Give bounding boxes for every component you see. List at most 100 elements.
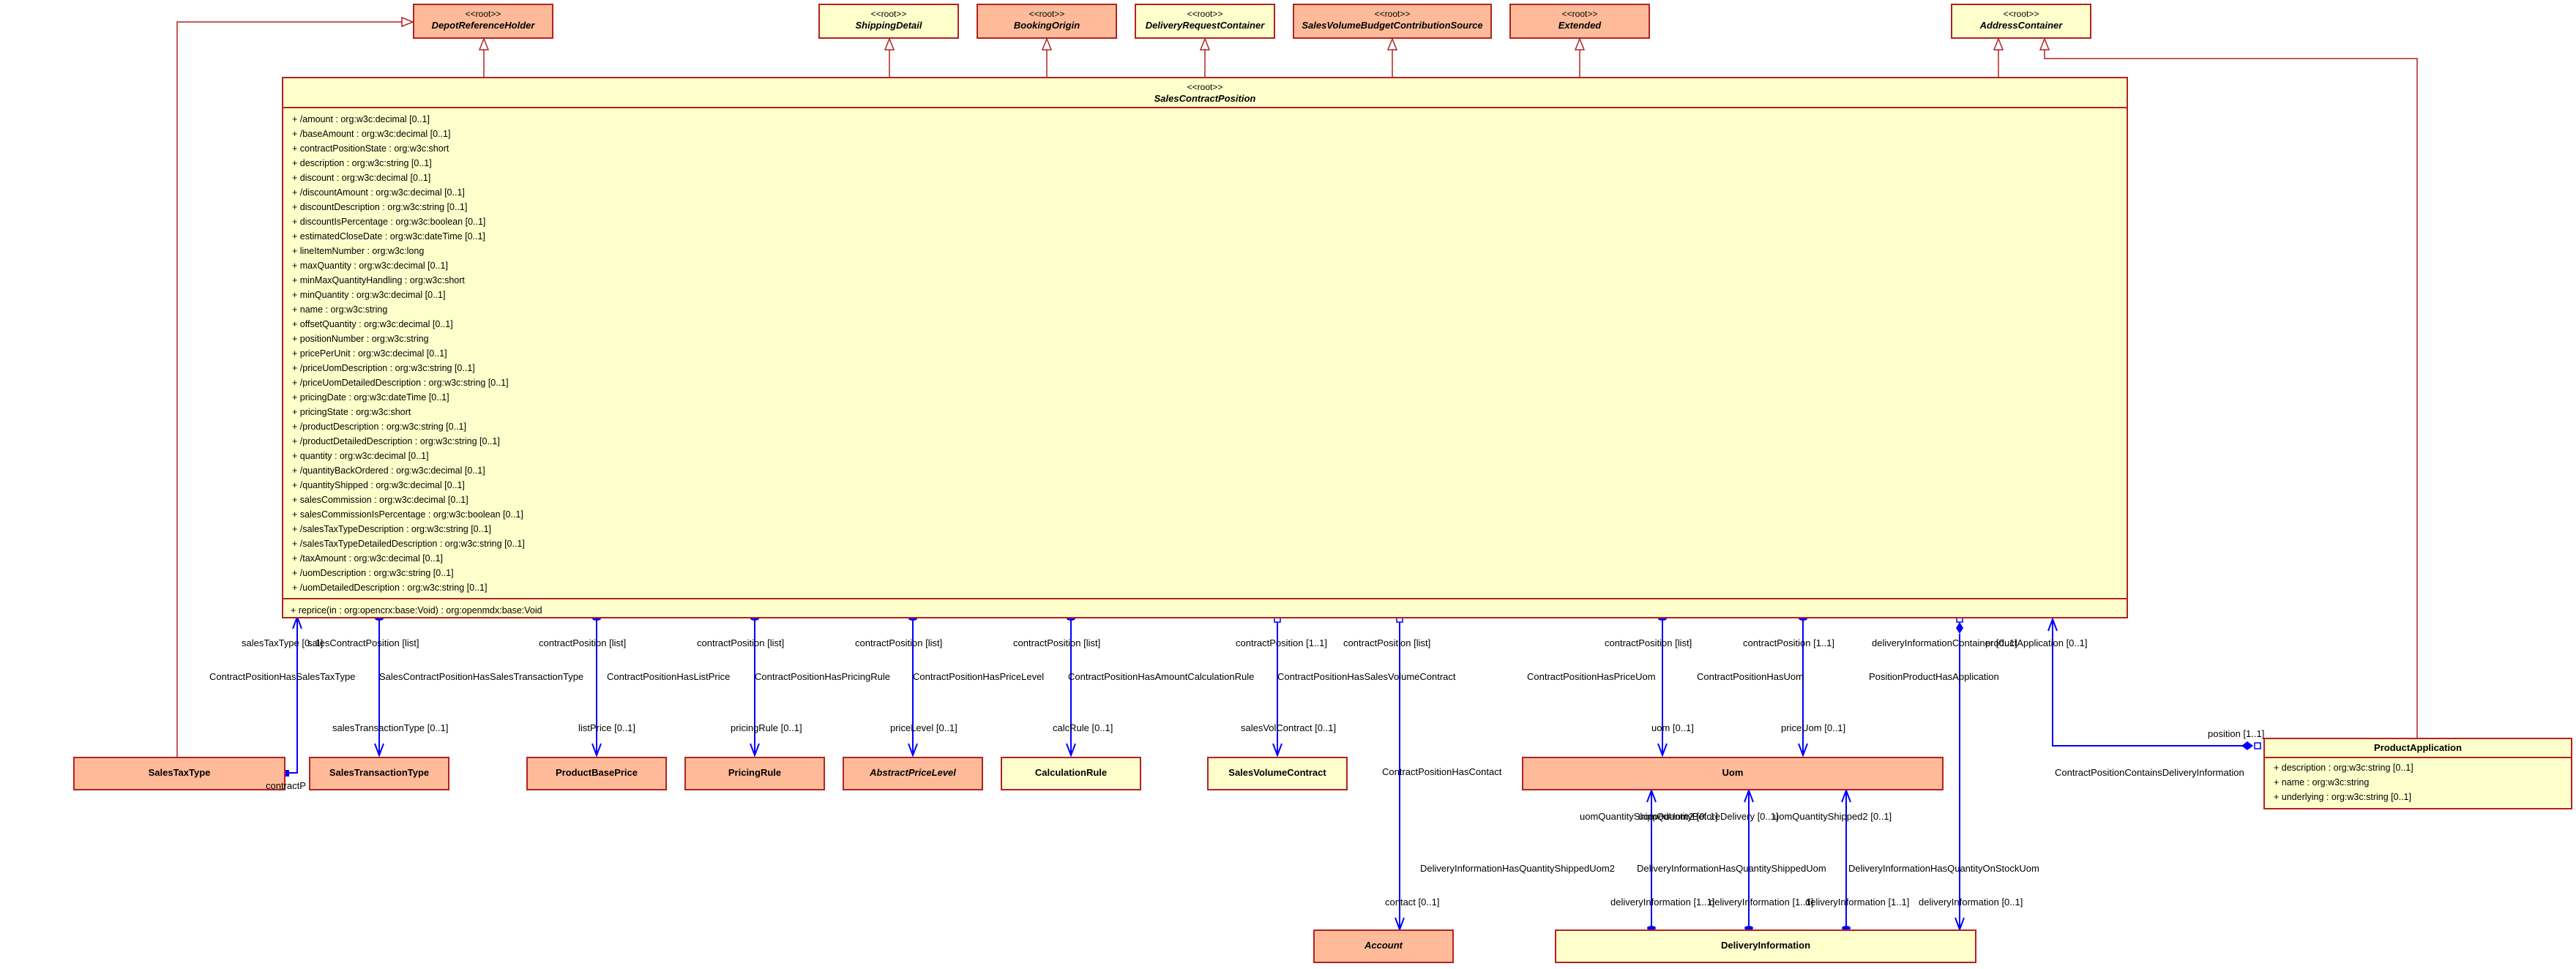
attribute: + /uomDetailedDescription : org:w3c:stri… <box>292 583 488 593</box>
class-name: SalesContractPosition <box>1154 93 1256 104</box>
attribute: + minQuantity : org:w3c:decimal [0..1] <box>292 290 446 300</box>
attribute: + pricingDate : org:w3c:dateTime [0..1] <box>292 392 449 403</box>
role-label: productApplication [0..1] <box>1985 637 2088 648</box>
class-extended[interactable]: <<root>>Extended <box>1509 4 1650 39</box>
association-name: DeliveryInformationHasQuantityShippedUom… <box>1420 863 1615 874</box>
class-booking-origin[interactable]: <<root>>BookingOrigin <box>977 4 1117 39</box>
class-product-base-price[interactable]: ProductBasePrice <box>526 757 667 790</box>
class-sales-transaction-type[interactable]: SalesTransactionType <box>309 757 449 790</box>
stereotype-label: <<root>> <box>465 9 501 19</box>
role-label: uomQuantityShipped2 [0..1] <box>1774 811 1892 822</box>
role-label: salesContractPosition [list] <box>307 637 419 648</box>
attribute: + discountIsPercentage : org:w3c:boolean… <box>292 217 486 227</box>
association-name: ContractPositionHasSalesVolumeContract <box>1277 671 1456 682</box>
attribute: + name : org:w3c:string <box>2274 777 2370 787</box>
class-depot-reference-holder[interactable]: <<root>>DepotReferenceHolder <box>413 4 553 39</box>
gen-sales-tax-type <box>176 22 413 757</box>
association-name: ContractPositionHasSalesTaxType <box>209 671 356 682</box>
class-name: ShippingDetail <box>855 20 922 31</box>
attribute: + underlying : org:w3c:string [0..1] <box>2274 792 2411 802</box>
role-label: contractPosition [list] <box>855 637 943 648</box>
role-label: priceLevel [0..1] <box>890 722 957 733</box>
class-calculation-rule[interactable]: CalculationRule <box>1001 757 1141 790</box>
role-label: deliveryInformationContainer [0..1] <box>1872 637 2017 648</box>
class-shipping-detail[interactable]: <<root>>ShippingDetail <box>818 4 959 39</box>
composite-diamond-delivery <box>1956 622 1963 634</box>
operation-list: + reprice(in : org:opencrx:base:Void) : … <box>283 598 2127 621</box>
stereotype-label: <<root>> <box>1187 82 1223 92</box>
attribute: + /quantityBackOrdered : org:w3c:decimal… <box>292 465 485 476</box>
class-delivery-request-container[interactable]: <<root>>DeliveryRequestContainer <box>1135 4 1275 39</box>
association-name: SalesContractPositionHasSalesTransaction… <box>379 671 584 682</box>
class-sales-tax-type[interactable]: SalesTaxType <box>73 757 285 790</box>
role-label: contractPosition [list] <box>1013 637 1101 648</box>
class-name: CalculationRule <box>1034 767 1108 778</box>
attribute: + pricingState : org:w3c:short <box>292 407 411 417</box>
end-dot-deliv-1 <box>1647 926 1656 930</box>
attribute: + lineItemNumber : org:w3c:long <box>292 246 425 256</box>
attribute: + /salesTaxTypeDescription : org:w3c:str… <box>292 524 491 534</box>
class-uom[interactable]: Uom <box>1522 757 1944 790</box>
attribute: + estimatedCloseDate : org:w3c:dateTime … <box>292 231 485 242</box>
association-name: ContractPositionHasAmountCalculationRule <box>1068 671 1255 682</box>
attribute: + description : org:w3c:string [0..1] <box>2274 763 2413 773</box>
class-sales-contract-position[interactable]: <<root>>SalesContractPosition + /amount … <box>282 77 2128 618</box>
class-name: DeliveryRequestContainer <box>1145 20 1265 31</box>
role-label: pricingRule [0..1] <box>731 722 802 733</box>
stereotype-label: <<root>> <box>1561 9 1598 19</box>
role-label: salesVolContract [0..1] <box>1241 722 1337 733</box>
stereotype-label: <<root>> <box>2003 9 2039 19</box>
class-name: SalesVolumeContract <box>1228 767 1326 778</box>
class-address-container[interactable]: <<root>>AddressContainer <box>1951 4 2091 39</box>
end-dot-deliv-3 <box>1842 926 1851 930</box>
class-name: PricingRule <box>728 767 782 778</box>
attribute: + quantity : org:w3c:decimal [0..1] <box>292 451 429 461</box>
attribute: + contractPositionState : org:w3c:short <box>292 143 449 154</box>
class-sales-volume-contract[interactable]: SalesVolumeContract <box>1207 757 1348 790</box>
class-pricing-rule[interactable]: PricingRule <box>684 757 825 790</box>
assoc-product-application <box>2053 619 2247 747</box>
role-label: deliveryInformation [1..1] <box>1610 897 1715 908</box>
class-delivery-information[interactable]: DeliveryInformation <box>1555 929 1976 963</box>
class-account[interactable]: Account <box>1313 929 1454 963</box>
association-name: ContractPositionHasPriceUom <box>1527 671 1656 682</box>
role-label: salesTransactionType [0..1] <box>332 722 449 733</box>
class-name: ProductApplication <box>2374 742 2462 753</box>
role-label: deliveryInformation [1..1] <box>1709 897 1814 908</box>
attribute: + /uomDescription : org:w3c:string [0..1… <box>292 568 454 578</box>
role-label: uom [0..1] <box>1651 722 1694 733</box>
association-name: ContractPositionHasListPrice <box>607 671 731 682</box>
class-abstract-price-level[interactable]: AbstractPriceLevel <box>843 757 983 790</box>
attribute: + discount : org:w3c:decimal [0..1] <box>292 173 431 183</box>
association-name: ContractPositionHasPriceLevel <box>913 671 1045 682</box>
attribute: + /quantityShipped : org:w3c:decimal [0.… <box>292 480 465 490</box>
role-label: priceUom [0..1] <box>1781 722 1846 733</box>
class-sales-volume-budget-contribution-source[interactable]: <<root>>SalesVolumeBudgetContributionSou… <box>1293 4 1492 39</box>
class-name: AbstractPriceLevel <box>870 767 956 778</box>
attribute: + pricePerUnit : org:w3c:decimal [0..1] <box>292 348 447 359</box>
class-name: BookingOrigin <box>1013 20 1080 31</box>
gen-product-application <box>2045 39 2418 741</box>
role-label: deliveryInformation [0..1] <box>1919 897 2023 908</box>
attribute: + minMaxQuantityHandling : org:w3c:short <box>292 275 465 285</box>
class-product-application[interactable]: ProductApplication + description : org:w… <box>2263 738 2572 809</box>
role-label: contractPosition [list] <box>1343 637 1431 648</box>
operation: + reprice(in : org:opencrx:base:Void) : … <box>291 605 542 616</box>
class-name: Extended <box>1558 20 1602 31</box>
role-label: calcRule [0..1] <box>1053 722 1113 733</box>
attribute: + name : org:w3c:string <box>292 304 388 315</box>
attribute: + /taxAmount : org:w3c:decimal [0..1] <box>292 553 443 564</box>
association-name: DeliveryInformationHasQuantityShippedUom <box>1637 863 1826 874</box>
role-label: contractPosition [list] <box>1605 637 1692 648</box>
role-label: uomQuantityShippedUom2 [0..1] <box>1580 811 1718 822</box>
class-name: AddressContainer <box>1979 20 2063 31</box>
class-name: SalesTaxType <box>148 767 211 778</box>
attribute: + offsetQuantity : org:w3c:decimal [0..1… <box>292 319 453 329</box>
role-label: position [1..1] <box>2208 728 2265 739</box>
association-name: ContractPositionContainsDeliveryInformat… <box>2055 767 2244 778</box>
role-label: contractPosition [list] <box>539 637 627 648</box>
end-dot-deliv-2 <box>1744 926 1753 930</box>
attribute: + /priceUomDescription : org:w3c:string … <box>292 363 475 373</box>
